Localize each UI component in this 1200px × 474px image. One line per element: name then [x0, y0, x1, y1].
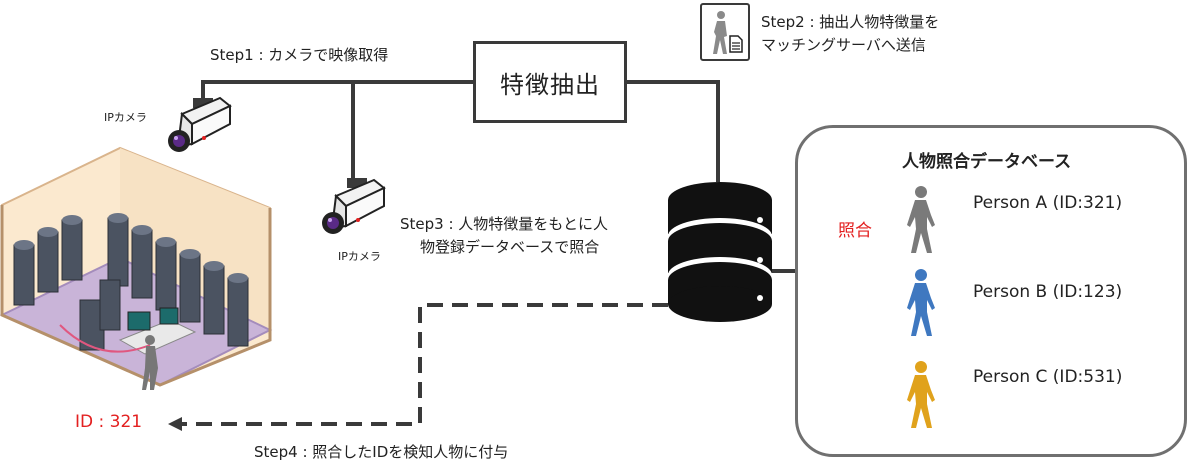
- match-label: 照合: [838, 221, 872, 241]
- camera2-label: IPカメラ: [338, 250, 381, 263]
- server-room-illustration: [0, 146, 273, 390]
- step1-label: Step1 : カメラで映像取得: [210, 46, 389, 64]
- step2-line2: マッチングサーバへ送信: [761, 36, 926, 54]
- person-b-label: Person B (ID:123): [973, 282, 1123, 302]
- ip-camera-icon: [322, 178, 386, 234]
- feature-extract-label: 特徴抽出: [500, 70, 600, 99]
- person-document-icon: [700, 3, 750, 61]
- person-c-icon: [907, 361, 935, 428]
- step2-line1: Step2 : 抽出人物特徴量を: [761, 13, 940, 31]
- person-c-label: Person C (ID:531): [973, 367, 1123, 387]
- database-panel: [795, 125, 1187, 457]
- person-a-icon: [907, 186, 935, 253]
- step3-line2: 物登録データベースで照合: [420, 238, 600, 256]
- step4-label: Step4 : 照合したIDを検知人物に付与: [254, 443, 509, 461]
- camera1-label: IPカメラ: [104, 111, 147, 124]
- step3-line1: Step3 : 人物特徴量をもとに人: [400, 215, 608, 233]
- database-icon: [668, 182, 772, 322]
- return-arrowhead: [168, 417, 182, 431]
- id-label: ID : 321: [75, 412, 143, 432]
- database-title: 人物照合データベース: [902, 152, 1072, 172]
- person-b-icon: [907, 269, 935, 336]
- ip-camera-icon: [168, 96, 232, 152]
- person-a-label: Person A (ID:321): [973, 193, 1123, 213]
- feature-extract-box: 特徴抽出: [473, 41, 627, 123]
- dashed-return-line: [182, 303, 668, 426]
